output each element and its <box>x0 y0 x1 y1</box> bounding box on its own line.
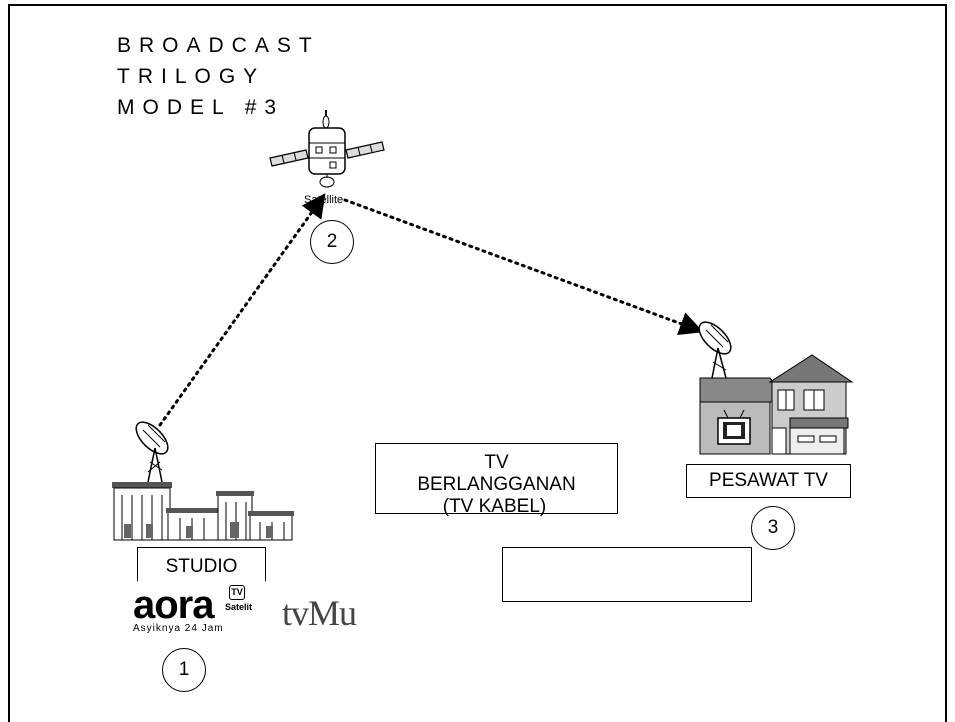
diagram-title: BROADCAST TRILOGY MODEL #3 <box>117 30 320 123</box>
aora-logo-tagline: Asyiknya 24 Jam <box>133 623 224 634</box>
receiver-number: 3 <box>751 506 795 550</box>
center-box-line-2: BERLANGGANAN <box>417 474 576 495</box>
aora-logo-word: aora <box>133 583 214 627</box>
empty-box <box>502 547 752 602</box>
house-icon <box>699 354 854 455</box>
center-box-line-1: TV <box>484 452 509 473</box>
studio-building-icon <box>112 482 294 541</box>
center-box-line-3: (TV KABEL) <box>442 496 547 517</box>
aora-logo-sat: Satelit <box>225 602 253 612</box>
title-line-3: MODEL #3 <box>117 96 285 119</box>
aora-logo-tv: TV <box>229 585 245 600</box>
house-dish-icon <box>698 321 732 379</box>
satellite-label: Satellite <box>304 194 344 206</box>
center-box: TV BERLANGGANAN (TV KABEL) <box>375 443 618 517</box>
diagram-frame <box>8 4 947 722</box>
studio-dish-icon <box>135 421 169 483</box>
title-line-1: BROADCAST <box>117 34 320 57</box>
studio-number: 1 <box>162 648 206 692</box>
receiver-label-box: PESAWAT TV <box>686 464 851 498</box>
downlink-line <box>343 198 704 336</box>
satellite-number: 2 <box>310 220 354 264</box>
tvmu-logo: tvMu <box>282 593 357 633</box>
uplink-line <box>158 193 326 427</box>
studio-label-box: STUDIO <box>137 547 266 581</box>
title-line-2: TRILOGY <box>117 65 266 88</box>
aora-logo: aora Asyiknya 24 Jam TV Satelit <box>133 583 252 634</box>
satellite-icon <box>269 110 385 188</box>
